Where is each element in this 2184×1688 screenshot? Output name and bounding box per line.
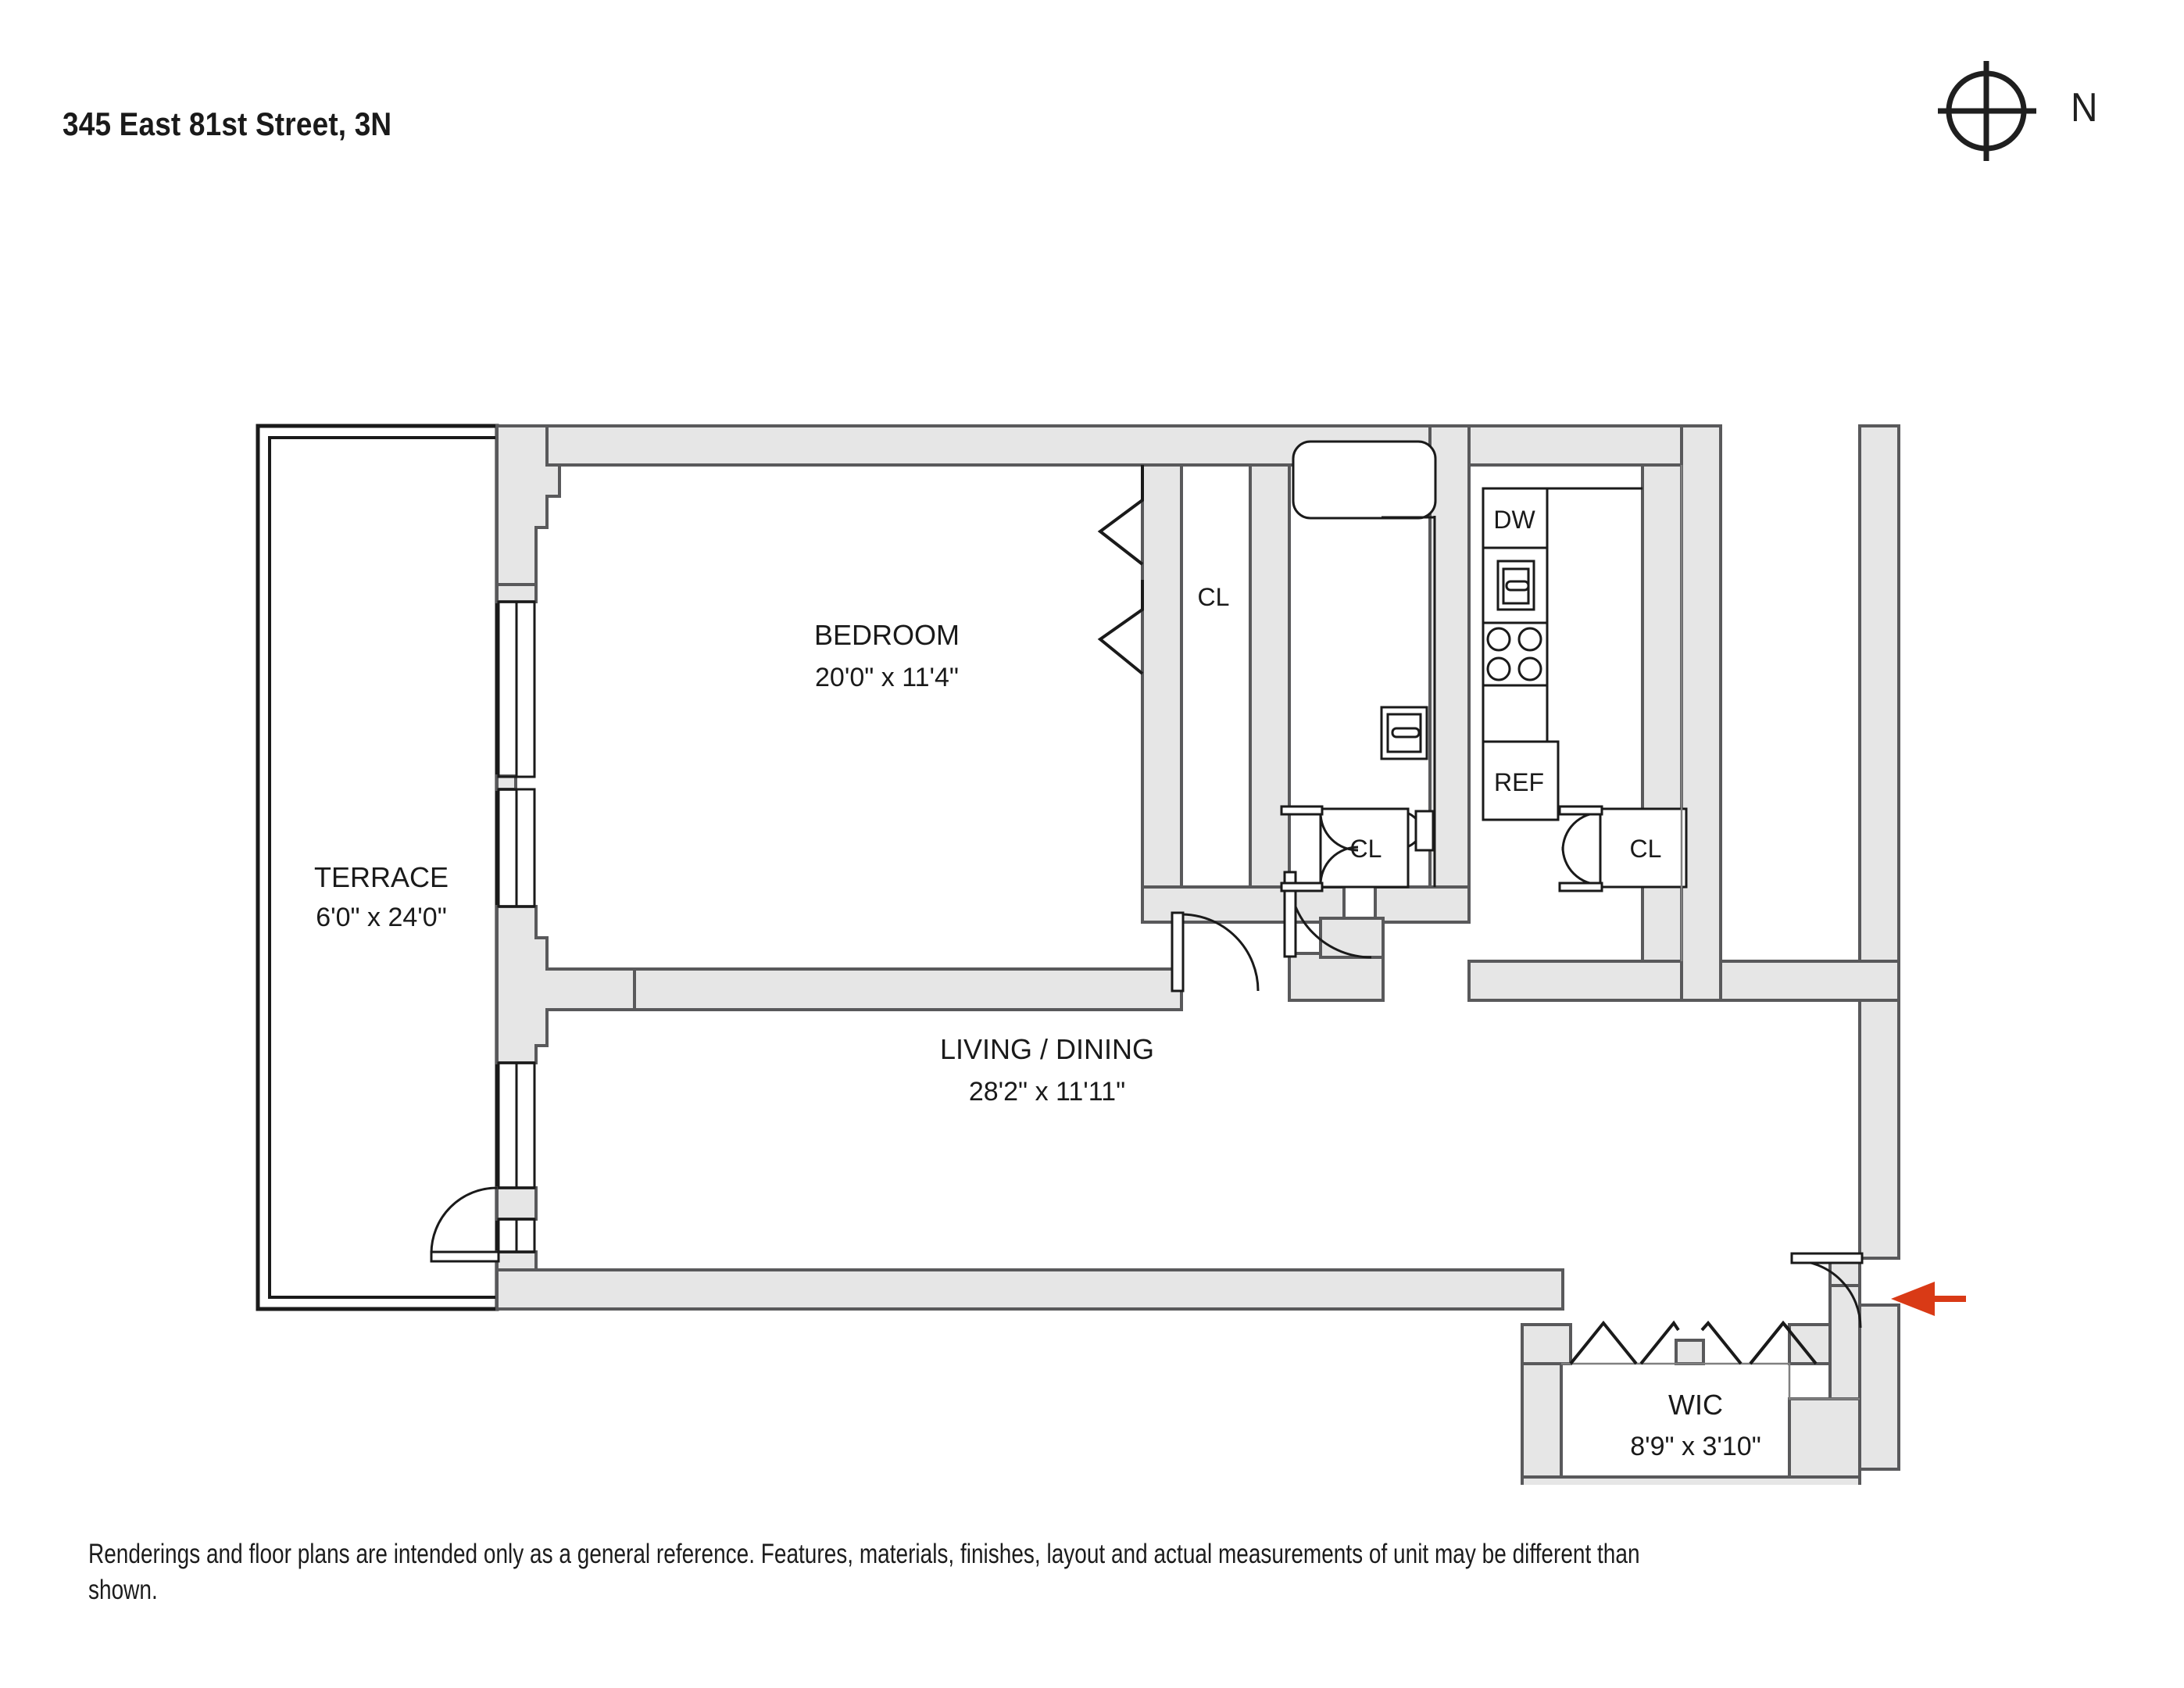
compass-north-label: N — [2071, 85, 2098, 131]
compass-rose: N — [1938, 47, 2141, 180]
entry-closet-box — [1558, 805, 1688, 892]
wic-dim: 8'9" x 3'10" — [1630, 1432, 1761, 1461]
bathtub — [1292, 440, 1437, 520]
windows — [497, 600, 536, 1253]
wic-label: WIC — [1668, 1389, 1723, 1421]
bedroom-dim: 20'0" x 11'4" — [815, 663, 959, 692]
cooktop-unit — [1482, 621, 1549, 687]
bedroom-closet-label: CL — [1198, 583, 1230, 611]
dishwasher-label: DW — [1493, 506, 1535, 534]
living-label: LIVING / DINING — [940, 1033, 1154, 1065]
terrace-label: TERRACE — [314, 861, 449, 893]
wic-bifold-doors — [1569, 1320, 1818, 1365]
living-dim: 28'2" x 11'11" — [969, 1077, 1125, 1107]
kitchen-appliances — [1482, 487, 1642, 821]
page-title: 345 East 81st Street, 3N — [63, 106, 392, 142]
kitchen-sink-unit — [1482, 546, 1549, 624]
hall-closet-label: CL — [1350, 835, 1382, 863]
counter-unit — [1482, 684, 1549, 743]
terrace-outline — [256, 424, 499, 1311]
disclaimer-text: Renderings and floor plans are intended … — [88, 1539, 1640, 1605]
bedroom-label: BEDROOM — [814, 619, 960, 651]
compass-north-icon — [1938, 61, 2036, 161]
entry-arrow-icon — [1891, 1282, 1966, 1316]
bathroom-sink — [1380, 706, 1428, 760]
room-labels: TERRACE 6'0" x 24'0" BEDROOM 20'0" x 11'… — [314, 506, 1761, 1461]
entry-closet-label: CL — [1630, 835, 1662, 863]
refrigerator-unit — [1482, 740, 1560, 821]
bathroom-door — [1283, 871, 1372, 959]
terrace-dim: 6'0" x 24'0" — [316, 903, 447, 932]
terrace-door — [430, 1186, 500, 1263]
interior-linework — [1561, 465, 1860, 1400]
refrigerator-label: REF — [1494, 768, 1544, 796]
floorplan-drawing: TERRACE 6'0" x 24'0" BEDROOM 20'0" x 11'… — [0, 375, 2184, 1485]
entry-door — [1790, 1252, 1864, 1329]
bedroom-door — [1171, 911, 1260, 992]
bedroom-closet-doors — [1097, 465, 1144, 675]
hall-closet-box — [1280, 805, 1410, 892]
